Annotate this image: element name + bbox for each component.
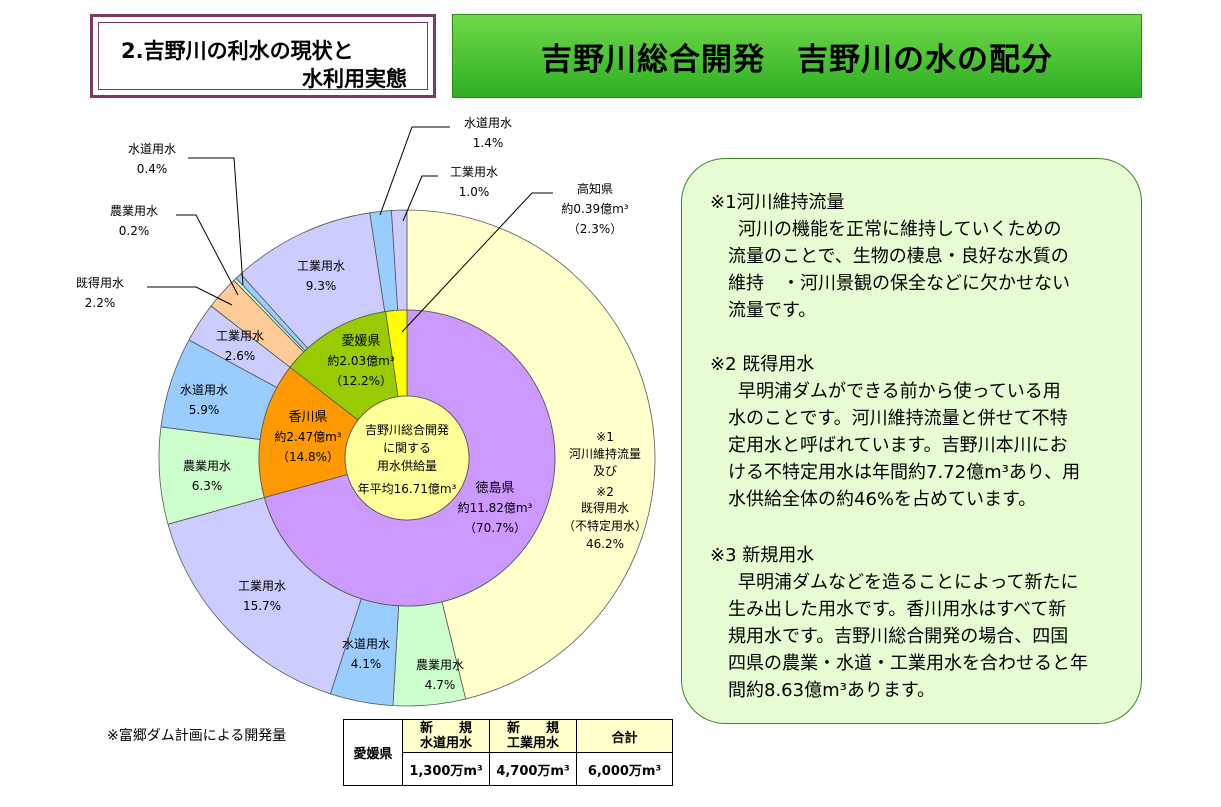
- river-label-line-1: 河川維持流量: [569, 446, 641, 461]
- note-head: ※3 新規用水: [710, 545, 815, 566]
- inner-label-amount: 約2.03億m³: [327, 353, 394, 368]
- callout-label-percent: 0.2%: [119, 224, 150, 238]
- note-new-water: ※3 新規用水 早明浦ダムなどを造ることによって新たに 生み出した用水です。香川…: [710, 542, 1088, 704]
- section-label-line2: 水利用実態: [302, 67, 407, 91]
- section-label-line1: 2.吉野川の利水の現状と: [121, 39, 354, 63]
- callout-leader-line: [188, 157, 244, 286]
- table-header-industrial: 新 規工業用水: [489, 719, 577, 753]
- inner-label-amount: 約11.82億m³: [458, 500, 533, 515]
- callout-label-percent: 1.4%: [473, 136, 504, 150]
- table-row-header: 愛媛県: [343, 719, 403, 786]
- inner-label-name: 愛媛県: [341, 334, 380, 349]
- center-line1: 吉野川総合開発: [365, 422, 449, 437]
- note-body-line: 間約8.63億m³あります。: [728, 680, 936, 701]
- outer-label-percent: 2.6%: [225, 349, 256, 363]
- center-circle: [344, 395, 470, 521]
- section-label-inner-border: [98, 22, 428, 90]
- table-cell-industrial: 4,700万m³: [489, 752, 577, 786]
- outer-label-name: 水道用水: [180, 383, 228, 397]
- note-body-line: 水のことです。河川維持流量と併せて不特: [728, 408, 1068, 429]
- river-label-line-5: （不特定用水）: [563, 518, 647, 533]
- outer-label-percent: 4.7%: [425, 678, 456, 692]
- note-body-line: 規用水です。吉野川総合開発の場合、四国: [728, 626, 1069, 647]
- table-cell-water-supply: 1,300万m³: [402, 752, 490, 786]
- note-body-line: 生み出した用水です。香川用水はすべて新: [728, 599, 1067, 620]
- kochi-label-percent: （2.3%）: [568, 222, 623, 236]
- outer-label-percent: 9.3%: [306, 279, 337, 293]
- outer-label-name: 農業用水: [416, 658, 464, 672]
- note-body-line: 水供給全体の約46%を占めています。: [728, 489, 1037, 510]
- inner-label-name: 香川県: [288, 410, 327, 425]
- note-body-line: 定用水と呼ばれています。吉野川本川にお: [728, 435, 1068, 456]
- note-body-line: 早明浦ダムなどを造ることによって新たに: [738, 572, 1079, 593]
- callout-label-percent: 0.4%: [137, 162, 168, 176]
- outer-label-percent: 6.3%: [192, 479, 223, 493]
- callout-label-name: 既得用水: [76, 275, 124, 290]
- note-body-line: 維持 ・河川景観の保全などに欠かせない: [728, 273, 1070, 294]
- page-title: 吉野川総合開発 吉野川の水の配分: [541, 41, 1053, 78]
- kochi-leader-line: [401, 192, 553, 333]
- center-line3: 用水供給量: [377, 459, 437, 473]
- kochi-label-name: 高知県: [577, 181, 613, 196]
- inner-label-amount: 約2.47億m³: [274, 429, 341, 444]
- callout-label-name: 工業用水: [450, 165, 498, 179]
- callout-label-percent: 1.0%: [459, 185, 490, 199]
- note-body-line: 流量です。: [728, 300, 817, 321]
- callout-leader-line: [176, 214, 239, 296]
- note-body-line: 流量のことで、生物の棲息・良好な水質の: [728, 246, 1069, 267]
- note-existing-water: ※2 既得用水 早明浦ダムができる前から使っている用 水のことです。河川維持流量…: [710, 351, 1080, 513]
- outer-label-name: 工業用水: [238, 579, 286, 593]
- note-body-line: 四県の農業・水道・工業用水を合わせると年: [728, 653, 1088, 674]
- outer-label-name: 農業用水: [183, 459, 231, 473]
- note-river-maintenance: ※1河川維持流量 河川の機能を正常に維持していくための 流量のことで、生物の棲息…: [710, 189, 1070, 324]
- outer-label-name: 工業用水: [216, 329, 264, 343]
- river-label-line-0: ※1: [596, 430, 614, 444]
- callout-leader-line: [379, 126, 450, 216]
- outer-label-percent: 5.9%: [189, 403, 220, 417]
- inner-label-percent: （14.8%）: [277, 450, 339, 464]
- inner-label-name: 徳島県: [475, 481, 514, 496]
- outer-label-name: 水道用水: [342, 637, 390, 651]
- inner-label-percent: （70.7%）: [464, 521, 526, 535]
- footnote: ※富郷ダム計画による開発量: [107, 728, 287, 744]
- table-header-total: 合計: [576, 719, 673, 753]
- note-body-line: ける不特定用水は年間約7.72億m³あり、用: [728, 462, 1081, 483]
- section-label-box: 2.吉野川の利水の現状と 水利用実態: [90, 14, 436, 98]
- kochi-label-amount: 約0.39億m³: [561, 201, 628, 216]
- callout-label-name: 水道用水: [464, 116, 512, 130]
- notes-panel: ※1河川維持流量 河川の機能を正常に維持していくための 流量のことで、生物の棲息…: [681, 158, 1142, 724]
- development-table: 愛媛県 新 規水道用水 新 規工業用水 合計 1,300万m³ 4,700万m³…: [343, 719, 673, 786]
- river-label-line-2: 及び: [593, 464, 617, 478]
- callout-leader-line: [147, 286, 233, 306]
- table-cell-total: 6,000万m³: [576, 752, 673, 786]
- inner-label-percent: （12.2%）: [330, 374, 392, 388]
- note-head: ※1河川維持流量: [710, 192, 845, 213]
- callout-leader-line: [402, 175, 438, 222]
- note-head: ※2 既得用水: [710, 354, 815, 375]
- callout-label-name: 農業用水: [110, 204, 158, 218]
- title-bar: 吉野川総合開発 吉野川の水の配分: [452, 14, 1142, 98]
- river-label-line-6: 46.2%: [586, 537, 624, 551]
- center-line2: に関する: [383, 441, 431, 455]
- center-line4: 年平均16.71億m³: [358, 482, 457, 496]
- river-label-line-3: ※2: [596, 485, 614, 499]
- callout-label-percent: 2.2%: [85, 296, 116, 310]
- note-body-line: 早明浦ダムができる前から使っている用: [738, 381, 1061, 402]
- table-header-water-supply: 新 規水道用水: [402, 719, 490, 753]
- note-body-line: 河川の機能を正常に維持していくための: [738, 219, 1062, 240]
- outer-label-name: 工業用水: [297, 259, 345, 273]
- river-label-line-4: 既得用水: [581, 500, 629, 515]
- callout-label-name: 水道用水: [128, 142, 176, 156]
- outer-label-percent: 4.1%: [351, 657, 382, 671]
- outer-label-percent: 15.7%: [243, 599, 281, 613]
